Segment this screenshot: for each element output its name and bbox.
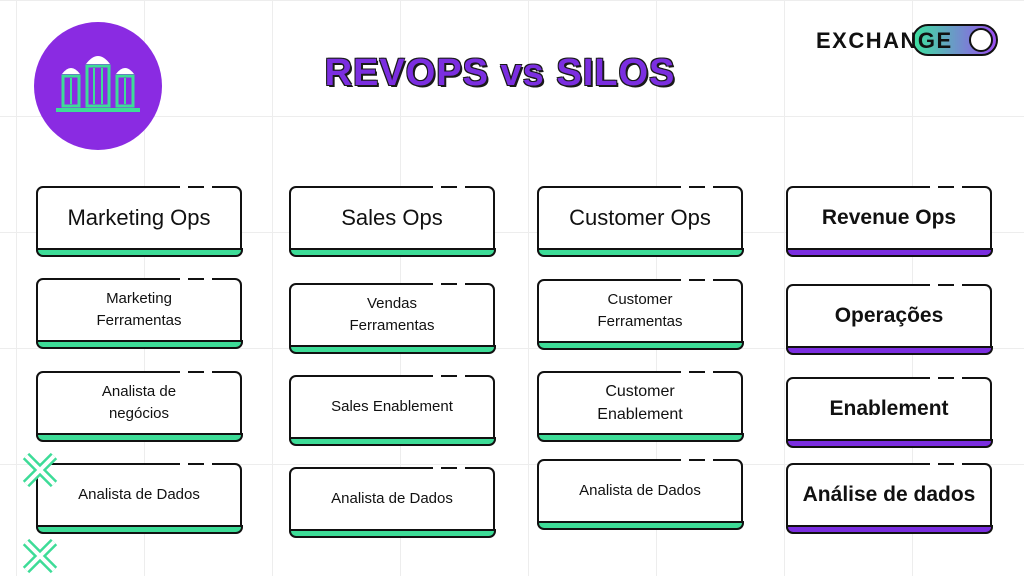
item-card: Analista de Dados <box>35 461 243 534</box>
page-title: REVOPS vs SILOS <box>324 52 676 94</box>
column-heading-card: Sales Ops <box>288 184 496 257</box>
item-label: Análise de dados <box>802 482 976 506</box>
column-heading-card: Marketing Ops <box>35 184 243 257</box>
column-heading: Marketing Ops <box>67 205 211 231</box>
item-card: Analista de negócios <box>35 369 243 442</box>
item-label: Customer Enablement <box>597 382 683 423</box>
item-card: Marketing Ferramentas <box>35 276 243 349</box>
item-card: Analista de Dados <box>288 465 496 538</box>
brand-logo: EXCHANGE <box>816 22 1002 58</box>
column-heading-card: Revenue Ops <box>785 184 993 257</box>
column-heading: Customer Ops <box>569 205 711 231</box>
brand-name: EXCHANGE <box>816 28 953 53</box>
silos-logo-icon <box>56 56 140 112</box>
item-card: Análise de dados <box>785 461 993 534</box>
item-label: Marketing Ferramentas <box>96 290 182 329</box>
item-card: Customer Enablement <box>536 369 744 442</box>
column-heading: Sales Ops <box>341 205 443 231</box>
item-label: Operações <box>834 303 944 327</box>
cross-icon <box>22 538 58 574</box>
item-card: Vendas Ferramentas <box>288 281 496 354</box>
item-label: Analista de Dados <box>579 482 701 500</box>
item-card: Analista de Dados <box>536 457 744 530</box>
item-card: Operações <box>785 282 993 355</box>
item-label: Vendas Ferramentas <box>349 295 435 334</box>
column-heading-card: Customer Ops <box>536 184 744 257</box>
item-label: Enablement <box>829 396 949 420</box>
item-card: Customer Ferramentas <box>536 277 744 350</box>
item-label: Analista de Dados <box>78 486 200 504</box>
item-card: Enablement <box>785 375 993 448</box>
logo <box>34 22 162 150</box>
column-heading: Revenue Ops <box>821 205 957 229</box>
item-label: Analista de negócios <box>101 383 177 422</box>
item-label: Analista de Dados <box>331 490 453 508</box>
toggle-icon <box>912 24 998 56</box>
cross-icon <box>22 452 58 488</box>
item-label: Sales Enablement <box>331 398 453 416</box>
item-label: Customer Ferramentas <box>597 291 683 330</box>
item-card: Sales Enablement <box>288 373 496 446</box>
